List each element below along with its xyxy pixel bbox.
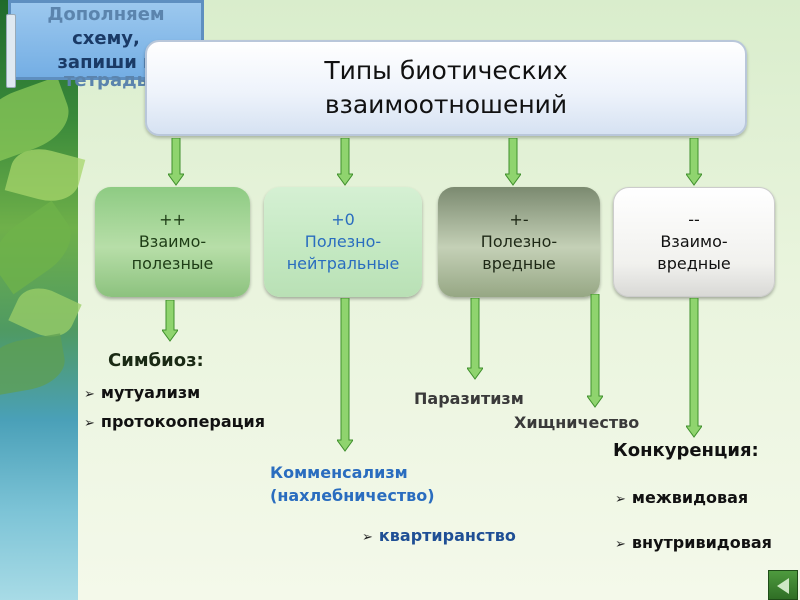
category-label-1: Взаимо- bbox=[138, 232, 207, 251]
category-sign: -- bbox=[688, 210, 700, 229]
commensalism-line-1: Комменсализм bbox=[270, 463, 408, 482]
category-label-2: вредные bbox=[657, 254, 731, 273]
arrow-to-predation bbox=[587, 294, 603, 408]
symbiosis-item-mutualism: мутуализм bbox=[84, 383, 200, 402]
note-line-1: Дополняем bbox=[47, 4, 165, 25]
category-label-2: полезные bbox=[131, 254, 214, 273]
decorative-leaf-strip bbox=[0, 0, 86, 600]
category-mutually-beneficial: ++ Взаимо- полезные bbox=[95, 187, 250, 297]
arrow-title-to-mutual bbox=[168, 138, 184, 186]
parasitism-label: Паразитизм bbox=[414, 389, 524, 408]
diagram-title: Типы биотических взаимоотношений bbox=[145, 40, 747, 136]
category-beneficial-harmful: +- Полезно- вредные bbox=[438, 187, 600, 297]
commensalism-line-2: (нахлебничество) bbox=[270, 486, 435, 505]
arrow-title-to-mutual-harm bbox=[686, 138, 702, 186]
note-pin-decoration bbox=[6, 14, 16, 88]
arrow-to-competition bbox=[686, 298, 702, 438]
note-line-2: схему, bbox=[72, 28, 140, 49]
arrow-to-commensalism bbox=[337, 298, 353, 452]
arrow-to-parasitism bbox=[467, 298, 483, 380]
competition-item-label: межвидовая bbox=[631, 488, 749, 507]
arrow-title-to-neutral bbox=[337, 138, 353, 186]
title-line-2: взаимоотношений bbox=[324, 90, 568, 119]
symbiosis-item-label: протокооперация bbox=[100, 412, 266, 431]
back-navigation-button[interactable] bbox=[768, 570, 798, 600]
category-mutually-harmful: -- Взаимо- вредные bbox=[613, 187, 775, 297]
commensalism-item-tenancy: квартиранство bbox=[362, 526, 516, 545]
title-line-1: Типы биотических bbox=[324, 56, 568, 85]
predation-label: Хищничество bbox=[514, 413, 640, 432]
category-sign: +- bbox=[509, 210, 529, 229]
competition-item-interspecific: межвидовая bbox=[615, 488, 748, 507]
category-label-2: нейтральные bbox=[286, 254, 400, 273]
category-label-1: Взаимо- bbox=[660, 232, 728, 251]
competition-item-intraspecific: внутривидовая bbox=[615, 533, 772, 552]
category-label-2: вредные bbox=[482, 254, 556, 273]
symbiosis-item-protocooperation: протокооперация bbox=[84, 412, 265, 431]
category-sign: +0 bbox=[331, 210, 355, 229]
note-line-3: запиши в bbox=[57, 52, 155, 73]
category-sign: ++ bbox=[159, 210, 186, 229]
arrow-to-symbiosis bbox=[162, 300, 178, 342]
category-beneficial-neutral: +0 Полезно- нейтральные bbox=[264, 187, 422, 297]
commensalism-item-label: квартиранство bbox=[378, 526, 516, 545]
arrow-title-to-harmful bbox=[505, 138, 521, 186]
competition-heading: Конкуренция: bbox=[613, 440, 759, 461]
symbiosis-item-label: мутуализм bbox=[100, 383, 201, 402]
category-label-1: Полезно- bbox=[304, 232, 382, 251]
note-line-4: тетрадь bbox=[63, 70, 149, 91]
category-label-1: Полезно- bbox=[480, 232, 558, 251]
competition-item-label: внутривидовая bbox=[631, 533, 772, 552]
symbiosis-heading: Симбиоз: bbox=[108, 350, 204, 371]
